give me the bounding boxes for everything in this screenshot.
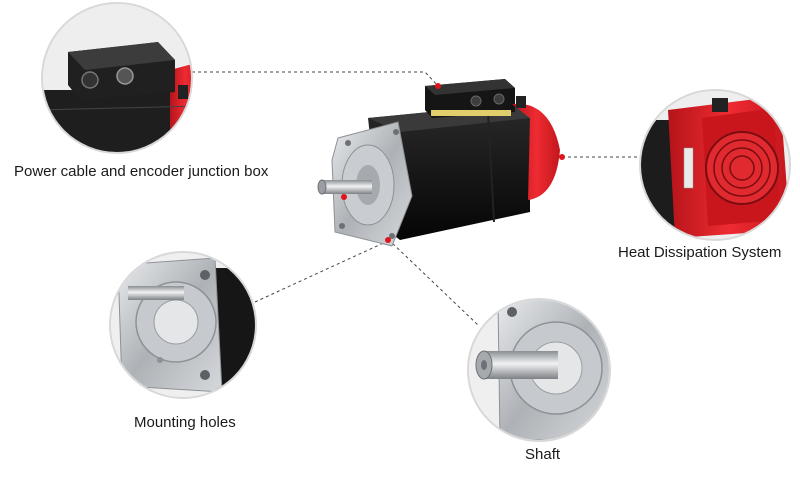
zoom-junction-box <box>41 2 193 154</box>
zoom-heat-dissipation <box>639 89 791 241</box>
cooling-fan-icon <box>641 91 789 239</box>
output-shaft-icon <box>469 300 609 440</box>
mounting-flange-icon <box>111 253 255 397</box>
callout-label-shaft: Shaft <box>525 446 561 463</box>
leader-line-mounting <box>254 239 391 303</box>
zoom-shaft <box>467 298 611 442</box>
callout-label-junction-box: Power cable and encoder junction box <box>14 163 269 180</box>
leader-line-junction-box <box>192 71 441 89</box>
callout-label-heat-dissipation: Heat Dissipation System <box>618 244 782 261</box>
servo-motor-icon <box>317 79 565 247</box>
zoom-mounting-holes <box>109 251 257 399</box>
callout-label-mounting-holes: Mounting holes <box>134 414 236 431</box>
